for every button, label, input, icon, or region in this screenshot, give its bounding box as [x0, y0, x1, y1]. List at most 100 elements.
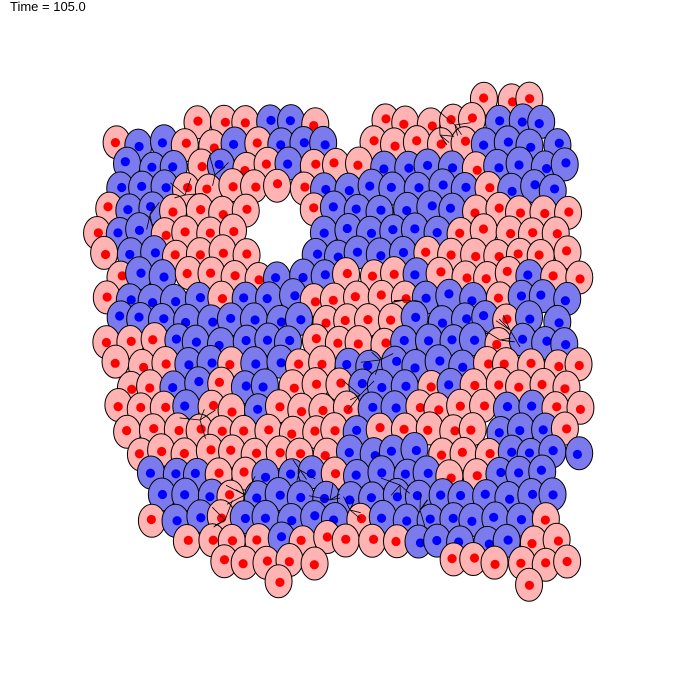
cell-nucleus — [541, 163, 552, 174]
cell-nucleus — [425, 514, 435, 524]
cell-nucleus — [115, 311, 125, 321]
cell-nucleus — [295, 449, 306, 459]
cell-nucleus — [206, 268, 216, 278]
cell-nucleus — [514, 382, 524, 392]
cell-nucleus — [261, 159, 271, 169]
cell-nucleus — [311, 379, 322, 389]
cell-nucleus — [296, 535, 306, 545]
cell-nucleus — [123, 205, 133, 215]
cell-nucleus — [480, 489, 490, 499]
cell-nucleus — [507, 97, 518, 107]
cell-nucleus — [526, 142, 536, 152]
cell-link — [224, 500, 233, 521]
cell-link — [309, 495, 331, 501]
cell-nucleus — [388, 224, 398, 235]
cell-nucleus — [319, 228, 329, 238]
cell-nucleus — [321, 318, 331, 328]
cell-nucleus — [172, 516, 182, 526]
cell-type-b — [218, 168, 247, 203]
cell-nucleus — [117, 271, 127, 281]
cell-link — [343, 380, 361, 396]
cell-nucleus — [436, 139, 446, 149]
cell-nucleus — [180, 227, 190, 237]
cell-nucleus — [534, 118, 544, 129]
cell-link — [499, 339, 515, 343]
cell-type-a — [550, 147, 579, 182]
cell-nucleus — [423, 468, 433, 479]
cell-nucleus — [478, 224, 489, 234]
cell-nucleus — [552, 229, 562, 239]
cell-nucleus — [445, 203, 456, 213]
cell-nucleus — [296, 492, 306, 503]
cell-nucleus — [516, 291, 527, 301]
cell-link — [350, 394, 361, 401]
cell-nucleus — [226, 313, 236, 324]
cell-nucleus — [206, 445, 216, 455]
time-readout: Time = 105.0 — [10, 0, 86, 14]
cell-nucleus — [171, 334, 182, 344]
cell-nucleus — [552, 402, 562, 412]
cell-nucleus — [437, 318, 448, 328]
cell-nucleus — [368, 534, 379, 544]
cell-nucleus — [554, 361, 564, 372]
cell-nucleus — [159, 314, 169, 324]
cell-nucleus — [196, 424, 206, 434]
cell-nucleus — [377, 382, 387, 393]
cell-nucleus — [170, 250, 180, 260]
cell-nucleus — [478, 310, 489, 321]
cell-nucleus — [515, 425, 525, 436]
cell-type-a — [319, 190, 348, 225]
cell-nucleus — [436, 267, 446, 277]
cell-type-b — [358, 523, 387, 558]
cell-nucleus — [472, 471, 482, 481]
cell-link — [439, 111, 456, 126]
cell-link — [296, 469, 301, 481]
cell-nucleus — [472, 165, 482, 175]
cell-nucleus — [481, 274, 491, 284]
cell-nucleus — [113, 402, 123, 412]
cell-link — [419, 509, 426, 529]
cell-nucleus — [554, 138, 564, 148]
cell-nucleus — [572, 449, 583, 459]
cell-nucleus — [479, 401, 490, 411]
cell-nucleus — [444, 289, 454, 299]
cell-nucleus — [422, 160, 433, 171]
cell-nucleus — [276, 358, 286, 368]
cell-nucleus — [435, 356, 445, 366]
cell-nucleus — [399, 424, 409, 434]
cell-nucleus — [194, 376, 204, 387]
cell-nucleus — [220, 117, 230, 127]
cell-nucleus — [229, 226, 239, 237]
cell-nucleus — [290, 291, 300, 301]
cell-nucleus — [266, 115, 276, 125]
cell-nucleus — [421, 247, 431, 257]
cell-nucleus — [492, 339, 502, 350]
cell-nucleus — [363, 315, 373, 325]
cell-nucleus — [351, 204, 361, 214]
cell-nucleus — [574, 360, 584, 371]
cell-nucleus — [390, 141, 400, 151]
cell-nucleus — [342, 268, 352, 279]
cell-nucleus — [242, 204, 252, 214]
cell-nucleus — [174, 425, 184, 436]
cell-nucleus — [113, 228, 123, 238]
cell-nucleus — [320, 270, 330, 280]
cell-nucleus — [309, 560, 319, 570]
cell-nucleus — [208, 535, 218, 545]
cell-nucleus — [410, 270, 420, 280]
cell-link — [329, 497, 341, 501]
cell-nucleus — [392, 492, 402, 502]
cell-nucleus — [436, 450, 447, 460]
cell-nucleus — [493, 293, 504, 303]
cell-nucleus — [285, 335, 295, 346]
cell-nucleus — [460, 136, 471, 146]
cell-nucleus — [254, 275, 264, 285]
cell-nucleus — [252, 493, 262, 503]
cell-nucleus — [553, 536, 564, 546]
cell-nucleus — [218, 248, 229, 258]
cell-nucleus — [575, 404, 586, 415]
cell-nucleus — [214, 159, 224, 170]
cell-nucleus — [309, 120, 319, 131]
cell-nucleus — [483, 359, 494, 369]
cell-nucleus — [455, 490, 466, 501]
